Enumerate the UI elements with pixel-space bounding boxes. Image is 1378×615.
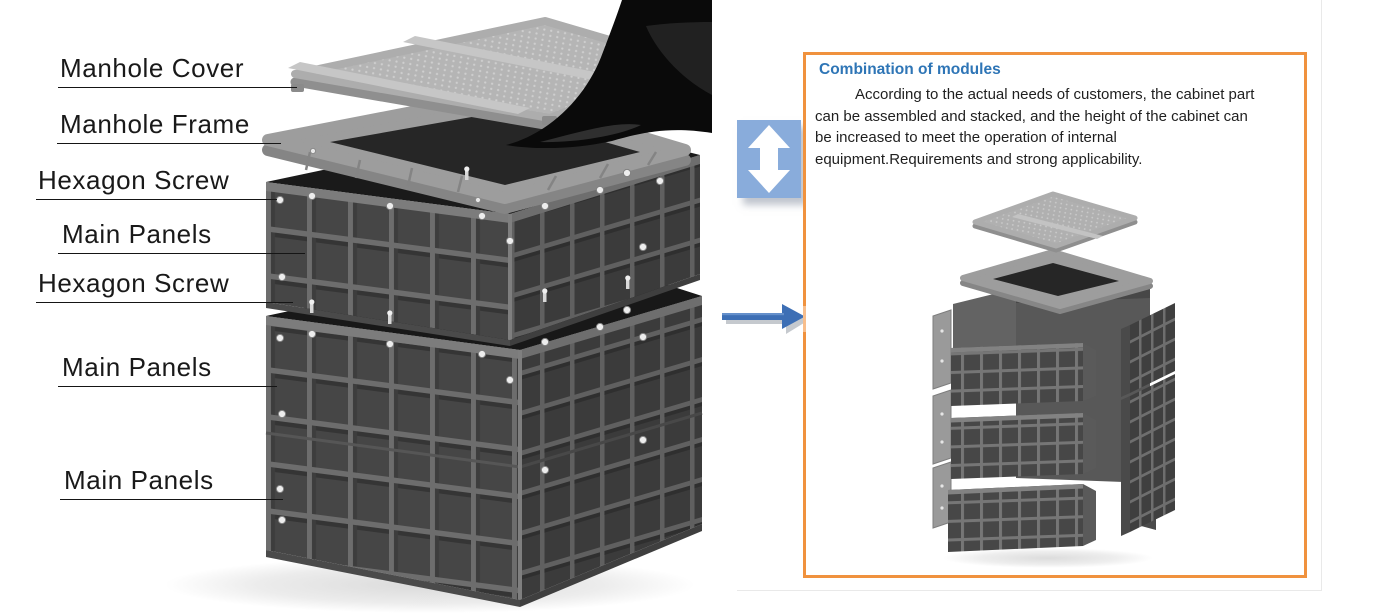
- mini-right-panels: [1121, 303, 1175, 536]
- part-label: Hexagon Screw: [38, 165, 230, 195]
- black-object-corner: [506, 0, 712, 149]
- right-arrow-icon: [722, 304, 808, 334]
- hexagon-screws: [275, 166, 665, 525]
- part-label: Manhole Frame: [60, 109, 250, 139]
- callout-line: [60, 499, 283, 500]
- mini-side-strips: [932, 309, 952, 529]
- callout-hexagon-screw-mid: Hexagon Screw: [38, 269, 229, 298]
- modular-cabinet-render: [932, 191, 1175, 568]
- mini-manhole-cover: [972, 191, 1138, 253]
- callout-manhole-cover: Manhole Cover: [60, 54, 244, 83]
- mini-manhole-frame: [960, 249, 1153, 314]
- callout-main-panels-2: Main Panels: [62, 353, 212, 382]
- part-label: Main Panels: [64, 465, 214, 495]
- callout-line: [58, 253, 305, 254]
- callout-main-panels-3: Main Panels: [64, 466, 214, 495]
- callout-line: [58, 386, 277, 387]
- up-down-arrow-icon: [737, 120, 801, 198]
- part-label: Manhole Cover: [60, 53, 245, 83]
- callout-line: [36, 302, 293, 303]
- mini-front-panels: [948, 343, 1096, 552]
- callout-manhole-frame: Manhole Frame: [60, 110, 250, 139]
- slide-right-edge: [1321, 0, 1322, 591]
- mini-model-shadow: [943, 548, 1153, 568]
- panel-body-text: According to the actual needs of custome…: [815, 86, 1255, 168]
- part-label: Main Panels: [62, 219, 212, 249]
- callout-line: [58, 87, 297, 88]
- border-highlight: [803, 306, 806, 332]
- part-label: Hexagon Screw: [38, 268, 230, 298]
- callout-line: [57, 143, 281, 144]
- callout-line: [36, 199, 277, 200]
- part-label: Main Panels: [62, 352, 212, 382]
- callout-hexagon-screw-top: Hexagon Screw: [38, 166, 229, 195]
- slide-bottom-edge: [737, 590, 1322, 591]
- manhole-exploded-render: [165, 0, 712, 613]
- callout-main-panels-1: Main Panels: [62, 220, 212, 249]
- panel-title: Combination of modules: [819, 61, 1001, 78]
- combination-panel: Combination of modules According to the …: [803, 52, 1307, 578]
